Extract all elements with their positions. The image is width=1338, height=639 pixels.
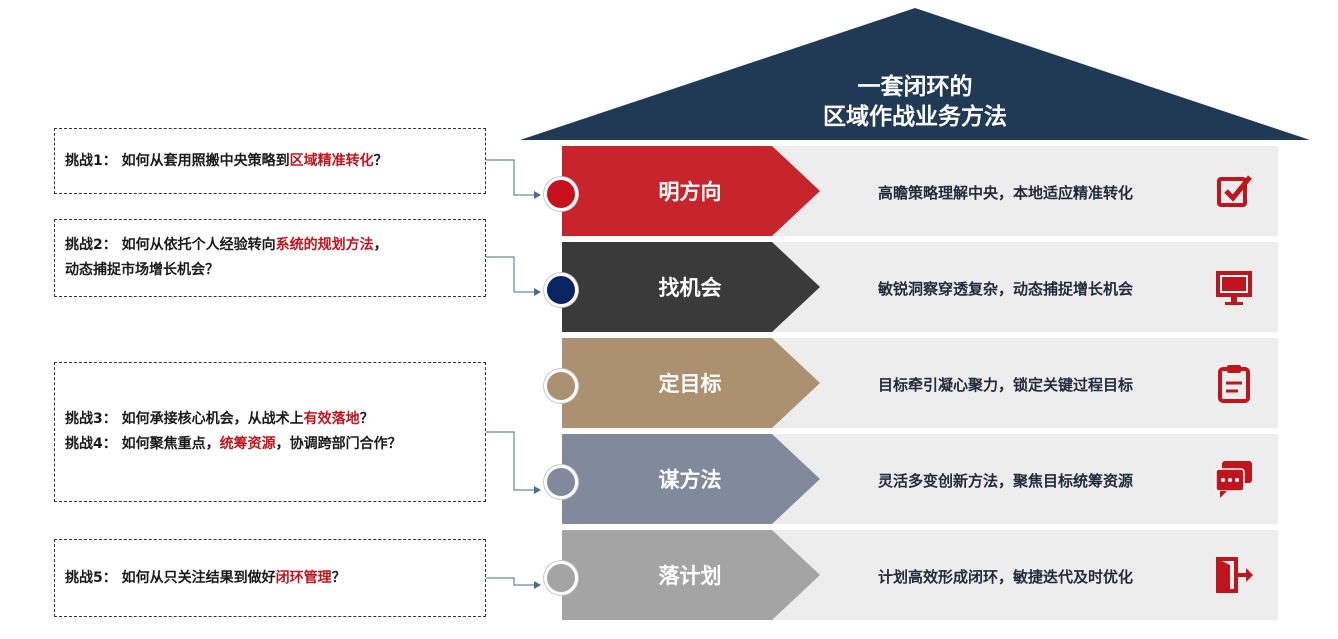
challenge-text: 挑战5： 如何从只关注结果到做好 [65, 569, 276, 586]
row-chevron [562, 146, 820, 236]
row-connector-dot [544, 561, 578, 595]
challenge-highlight: 统筹资源 [219, 436, 276, 452]
challenge-highlight: 区域精准转化 [289, 152, 374, 169]
challenge-text: ， [373, 237, 388, 253]
row-connector-dot [544, 369, 578, 403]
challenge-box: 挑战5： 如何从只关注结果到做好闭环管理？ [54, 539, 486, 617]
row-description: 灵活多变创新方法，聚焦目标统筹资源 [878, 472, 1134, 490]
monitor-icon [1216, 271, 1252, 305]
row-chevron [562, 338, 820, 428]
connector-2 [486, 256, 541, 296]
row-description: 计划高效形成闭环，敏捷迭代及时优化 [878, 568, 1134, 586]
row-connector-dot [544, 273, 578, 307]
row-label: 落计划 [658, 564, 722, 588]
challenge-line: 挑战2： 如何从依托个人经验转向系统的规划方法， [65, 233, 485, 258]
challenge-line: 挑战4： 如何聚焦重点，统筹资源，协调跨部门合作？ [65, 432, 485, 457]
challenge-highlight: 系统的规划方法 [275, 237, 374, 253]
challenge-highlight: 有效落地 [303, 411, 360, 427]
challenge-text: 挑战4： 如何聚焦重点， [65, 436, 220, 452]
challenge-highlight: 闭环管理 [275, 569, 332, 586]
chat-icon [1215, 461, 1252, 498]
challenge-text: 动态捕捉市场增长机会？ [65, 262, 219, 278]
roof-title: 一套闭环的 区域作战业务方法 [760, 72, 1070, 132]
challenge-text: 挑战2： 如何从依托个人经验转向 [65, 237, 276, 253]
row-label: 明方向 [658, 180, 722, 204]
challenge-text: ？ [373, 152, 388, 169]
row-description: 目标牵引凝心聚力，锁定关键过程目标 [878, 376, 1134, 394]
roof [520, 8, 1310, 140]
checkbox-icon [1217, 175, 1252, 207]
challenge-text: 挑战1： 如何从套用照搬中央策略到 [65, 152, 290, 169]
row-connector-dot [544, 465, 578, 499]
challenge-line: 挑战3： 如何承接核心机会，从战术上有效落地？ [65, 407, 485, 432]
row-description: 高瞻策略理解中央，本地适应精准转化 [878, 184, 1134, 202]
challenge-box: 挑战1： 如何从套用照搬中央策略到区域精准转化？ [54, 128, 486, 194]
challenge-line: 挑战5： 如何从只关注结果到做好闭环管理？ [65, 566, 485, 591]
clipboard-icon [1218, 365, 1250, 403]
row-connector-dot [544, 177, 578, 211]
connector-4 [486, 577, 541, 589]
challenge-box: 挑战3： 如何承接核心机会，从战术上有效落地？挑战4： 如何聚焦重点，统筹资源，… [54, 362, 486, 502]
exit-door-icon [1216, 557, 1253, 593]
connector-3 [486, 431, 541, 494]
challenge-box: 挑战2： 如何从依托个人经验转向系统的规划方法， 动态捕捉市场增长机会？ [54, 219, 486, 297]
row-chevron [562, 242, 820, 332]
row-description: 敏锐洞察穿透复杂，动态捕捉增长机会 [878, 280, 1134, 298]
challenge-text: ？ [331, 569, 346, 586]
title-line-1: 一套闭环的 [857, 74, 973, 100]
row-chevron [562, 434, 820, 524]
challenge-line: 挑战1： 如何从套用照搬中央策略到区域精准转化？ [65, 149, 485, 174]
challenge-text: ，协调跨部门合作？ [275, 436, 402, 452]
challenge-line: 动态捕捉市场增长机会？ [65, 258, 485, 283]
title-line-2: 区域作战业务方法 [823, 104, 1007, 130]
connector-1 [486, 159, 541, 199]
row-label: 定目标 [658, 372, 722, 396]
challenge-text: ？ [359, 411, 374, 427]
row-chevron [562, 530, 820, 620]
challenge-text: 挑战3： 如何承接核心机会，从战术上 [65, 411, 304, 427]
row-label: 谋方法 [658, 468, 722, 492]
row-label: 找机会 [658, 276, 722, 300]
